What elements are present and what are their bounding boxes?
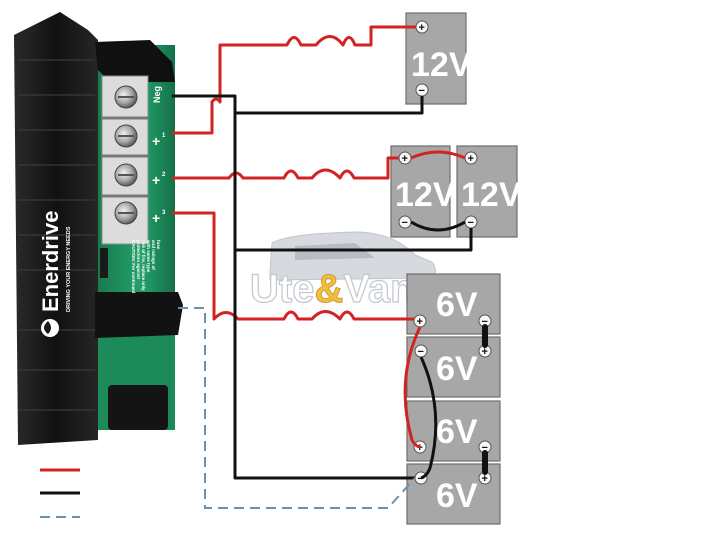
terminal-sign-1: + xyxy=(152,133,160,149)
battery-terminal-negative-sign: − xyxy=(482,442,488,454)
brand-name: Enerdrive xyxy=(38,211,63,313)
positive-wires xyxy=(172,25,466,449)
positive-wire-parallel-link xyxy=(410,150,466,160)
battery-voltage: 6V xyxy=(436,477,478,515)
battery-voltage: 12V xyxy=(411,46,472,84)
battery-terminal-negative-sign: − xyxy=(419,85,425,97)
battery-terminal-positive-sign: + xyxy=(402,153,408,165)
battery-12v-2: 12V + − xyxy=(390,145,456,238)
legend xyxy=(40,468,80,518)
sense-wire xyxy=(178,307,416,509)
battery-terminal-negative-sign: − xyxy=(468,217,474,229)
caution-line-5: and ratings of xyxy=(151,240,156,270)
caution-line-6: fuse xyxy=(156,240,161,250)
terminal-sign-2: + xyxy=(152,172,160,188)
battery-terminal-negative-sign: − xyxy=(402,217,408,229)
positive-wire-output-1 xyxy=(172,25,416,135)
terminal-number-1: 1 xyxy=(162,133,166,139)
positive-wire-series-link xyxy=(403,326,422,449)
battery-terminal-negative-sign: − xyxy=(418,473,424,485)
positive-wire-output-2 xyxy=(172,156,399,180)
negative-wire-main xyxy=(172,94,415,480)
negative-wire-battery-1 xyxy=(235,96,424,115)
charger-top-cover xyxy=(95,40,175,82)
terminal-number-3: 3 xyxy=(162,210,166,216)
charger-bottom-clamp xyxy=(95,292,183,338)
terminal-dividers xyxy=(102,116,148,198)
terminal-sign-3: + xyxy=(152,210,160,226)
battery-voltage: 6V xyxy=(436,413,478,451)
watermark: Ute&Van xyxy=(249,231,437,312)
terminal-number-2: 2 xyxy=(162,172,166,178)
battery-12v-3: 12V + − xyxy=(456,145,522,238)
watermark-text: Ute&Van xyxy=(250,267,415,311)
negative-wires xyxy=(172,94,473,480)
negative-wire-series-link xyxy=(419,356,438,480)
positive-wire-output-3 xyxy=(172,211,414,321)
terminal-label-neg: Neg xyxy=(152,86,162,103)
caution-line-4: with same type xyxy=(146,239,151,273)
battery-terminal-positive-sign: + xyxy=(417,316,423,328)
charger-bottom-block xyxy=(108,385,168,430)
negative-wire-parallel-link xyxy=(410,220,466,232)
caution-line-1: CAUTION: For continued xyxy=(131,240,136,293)
battery-terminal-negative-sign: − xyxy=(418,346,424,358)
battery-terminal-positive-sign: + xyxy=(482,473,488,485)
brand-tagline: DRIVING YOUR ENERGY NEEDS xyxy=(66,226,72,312)
charger-fins xyxy=(18,59,95,411)
caution-line-2: protection against xyxy=(136,240,141,280)
negative-wire-bank-2 xyxy=(235,228,473,252)
battery-voltage: 6V xyxy=(436,350,478,388)
battery-voltage: 12V xyxy=(395,176,456,214)
sense-port xyxy=(100,248,108,278)
battery-terminal-positive-sign: + xyxy=(482,346,488,358)
battery-terminal-positive-sign: + xyxy=(468,153,474,165)
battery-terminal-positive-sign: + xyxy=(419,22,425,34)
caution-label: CAUTION: For continued protection agains… xyxy=(131,239,161,293)
battery-charger: Enerdrive DRIVING YOUR ENERGY NEEDS Neg … xyxy=(14,12,183,445)
battery-voltage: 6V xyxy=(436,286,478,324)
battery-terminal-negative-sign: − xyxy=(482,316,488,328)
charger-body xyxy=(14,12,98,445)
brand-logo: Enerdrive DRIVING YOUR ENERGY NEEDS xyxy=(38,211,72,337)
caution-line-3: risk of fire, replace only xyxy=(141,240,146,291)
battery-voltage: 12V xyxy=(461,176,522,214)
